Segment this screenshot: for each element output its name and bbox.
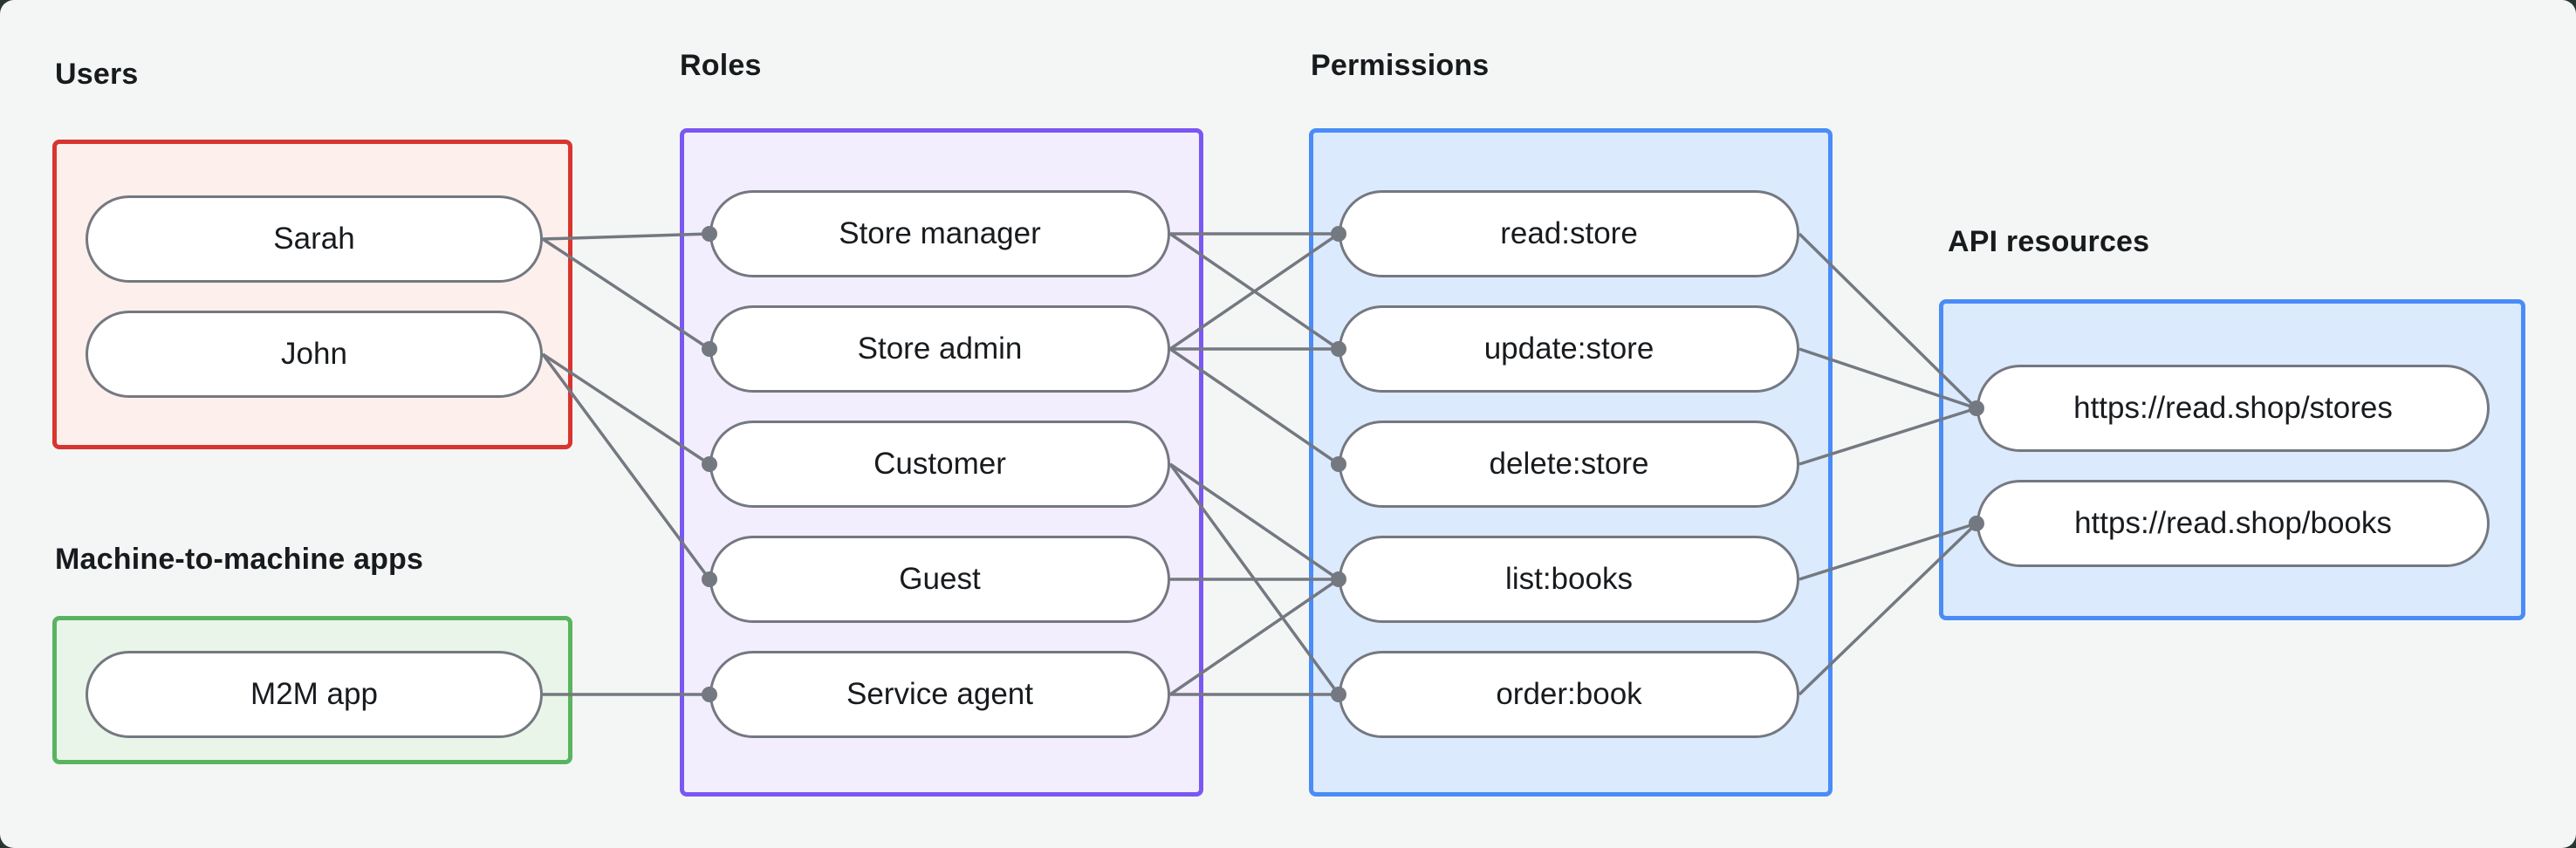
node-label: Sarah <box>273 222 355 256</box>
node-permission-update-store: update:store <box>1339 305 1799 393</box>
node-label: Store manager <box>839 216 1041 250</box>
node-permission-read-store: read:store <box>1339 190 1799 277</box>
m2m-apps-group-label: Machine-to-machine apps <box>55 543 424 576</box>
node-label: Customer <box>874 447 1006 481</box>
node-role-store-admin: Store admin <box>709 305 1170 393</box>
users-group-label: Users <box>55 58 139 91</box>
node-label: Guest <box>899 562 981 596</box>
users-group-box <box>52 140 572 449</box>
node-label: M2M app <box>250 677 378 711</box>
node-label: https://read.shop/stores <box>2073 391 2393 425</box>
node-label: update:store <box>1483 332 1655 366</box>
node-role-service-agent: Service agent <box>709 651 1170 738</box>
node-permission-delete-store: delete:store <box>1339 421 1799 508</box>
node-permission-order-book: order:book <box>1339 651 1799 738</box>
node-label: delete:store <box>1489 447 1649 481</box>
node-api-resource-stores: https://read.shop/stores <box>1977 365 2490 452</box>
node-role-customer: Customer <box>709 421 1170 508</box>
node-label: read:store <box>1500 216 1638 250</box>
node-label: order:book <box>1496 677 1642 711</box>
node-role-store-manager: Store manager <box>709 190 1170 277</box>
node-label: John <box>281 337 347 371</box>
node-user-sarah: Sarah <box>86 195 543 283</box>
node-label: list:books <box>1505 562 1633 596</box>
node-label: https://read.shop/books <box>2074 506 2392 540</box>
node-m2m-app: M2M app <box>86 651 543 738</box>
api-resources-group-box <box>1939 299 2525 620</box>
node-user-john: John <box>86 311 543 398</box>
node-api-resource-books: https://read.shop/books <box>1977 480 2490 567</box>
roles-group-label: Roles <box>680 49 762 82</box>
node-permission-list-books: list:books <box>1339 536 1799 623</box>
node-label: Service agent <box>846 677 1034 711</box>
permissions-group-label: Permissions <box>1311 49 1490 82</box>
api-resources-group-label: API resources <box>1948 225 2150 258</box>
node-role-guest: Guest <box>709 536 1170 623</box>
node-label: Store admin <box>857 332 1023 366</box>
